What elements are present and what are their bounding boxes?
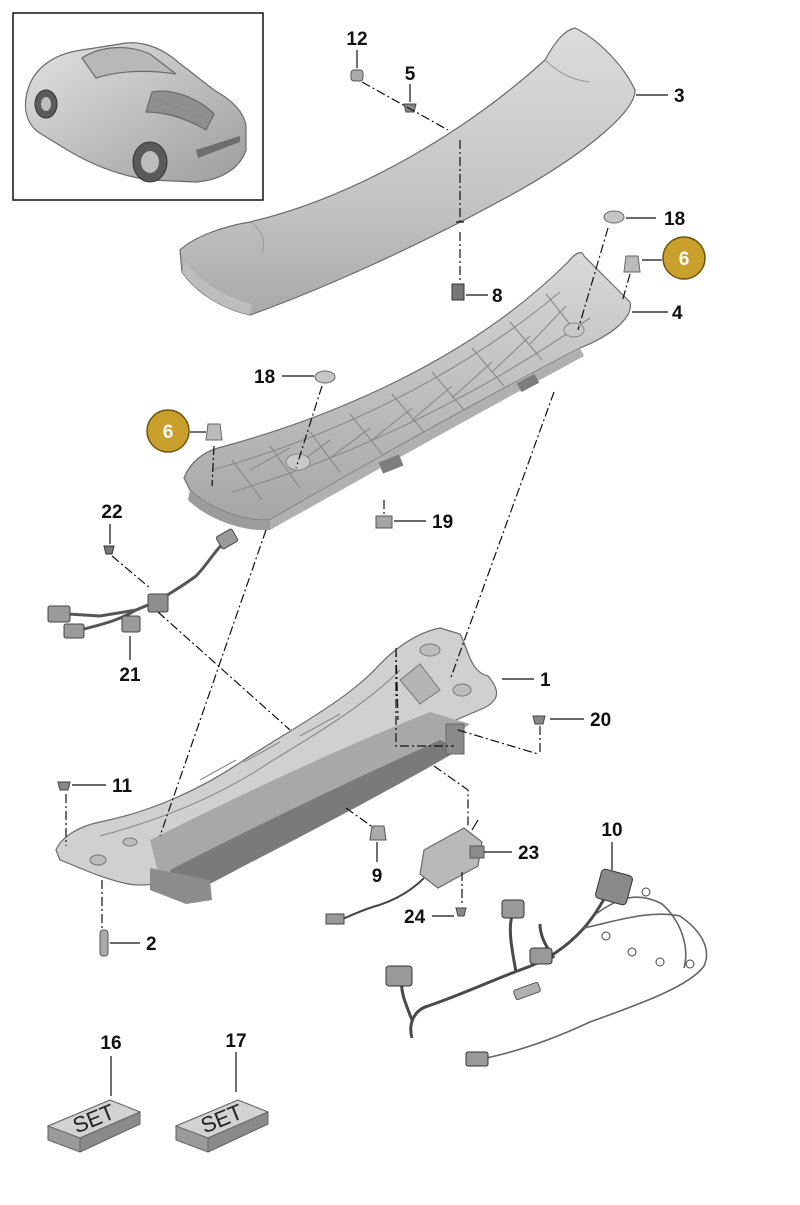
part-6-upper-insert	[623, 255, 641, 273]
callout-5: 5	[405, 64, 416, 85]
callout-23: 23	[518, 843, 539, 864]
part-11-screw	[57, 781, 71, 791]
callout-18-upper: 18	[664, 209, 685, 230]
part-10-wiring-harness	[385, 868, 708, 1067]
frame-ribs	[211, 291, 591, 501]
car-tail-light	[196, 136, 240, 158]
callout-4: 4	[672, 303, 683, 324]
callouts: 12 5 3 18 8 4 18 19 22 21 1 20 11 10 23 …	[100, 29, 685, 1054]
callout-12: 12	[346, 29, 367, 50]
part-6-lower-insert	[205, 423, 223, 441]
callout-22: 22	[101, 502, 122, 523]
part-20-screw	[532, 715, 546, 725]
part-12-clip	[350, 69, 364, 82]
callout-21: 21	[119, 665, 141, 686]
callout-6-upper: 6	[679, 249, 690, 270]
vehicle-thumbnail	[12, 12, 264, 201]
assembly-lines	[65, 81, 631, 928]
callout-8: 8	[492, 286, 503, 307]
part-9-clip	[369, 825, 387, 841]
part-24-screw	[455, 907, 467, 917]
callout-17: 17	[225, 1031, 246, 1052]
part-22-screw	[103, 545, 115, 555]
part-18-upper-grommet	[603, 210, 625, 224]
fasteners	[57, 69, 641, 957]
kit-set-17: SET	[174, 1099, 270, 1153]
callout-6-lower: 6	[163, 422, 174, 443]
callout-11: 11	[112, 776, 133, 797]
part-3-rear-spoiler	[179, 27, 636, 316]
callout-9: 9	[372, 866, 383, 887]
kit-set-16: SET	[46, 1099, 142, 1153]
callout-24: 24	[404, 907, 426, 928]
callout-18-lower: 18	[254, 367, 275, 388]
part-4-spoiler-frame	[183, 252, 631, 531]
part-1-base-carrier	[55, 627, 498, 904]
callout-19: 19	[432, 512, 453, 533]
part-21-wiring	[47, 528, 239, 639]
part-23-sensor-module	[325, 819, 485, 925]
part-18-lower-grommet	[314, 370, 336, 384]
car-roof	[81, 47, 177, 79]
callout-1: 1	[540, 670, 551, 691]
car-body	[24, 42, 247, 183]
callout-16: 16	[100, 1033, 121, 1054]
highlighted-callout-6-lower: 6	[146, 409, 190, 453]
callout-3: 3	[674, 86, 685, 107]
part-2-bolt	[99, 929, 109, 957]
part-19-clip	[375, 515, 393, 529]
callout-10: 10	[601, 820, 622, 841]
callout-2: 2	[146, 934, 157, 955]
car-engine-lid	[145, 90, 215, 131]
part-8-clip	[451, 283, 465, 301]
leader-lines	[72, 50, 668, 1096]
callout-20: 20	[590, 710, 611, 731]
highlighted-callout-6-upper: 6	[662, 236, 706, 280]
